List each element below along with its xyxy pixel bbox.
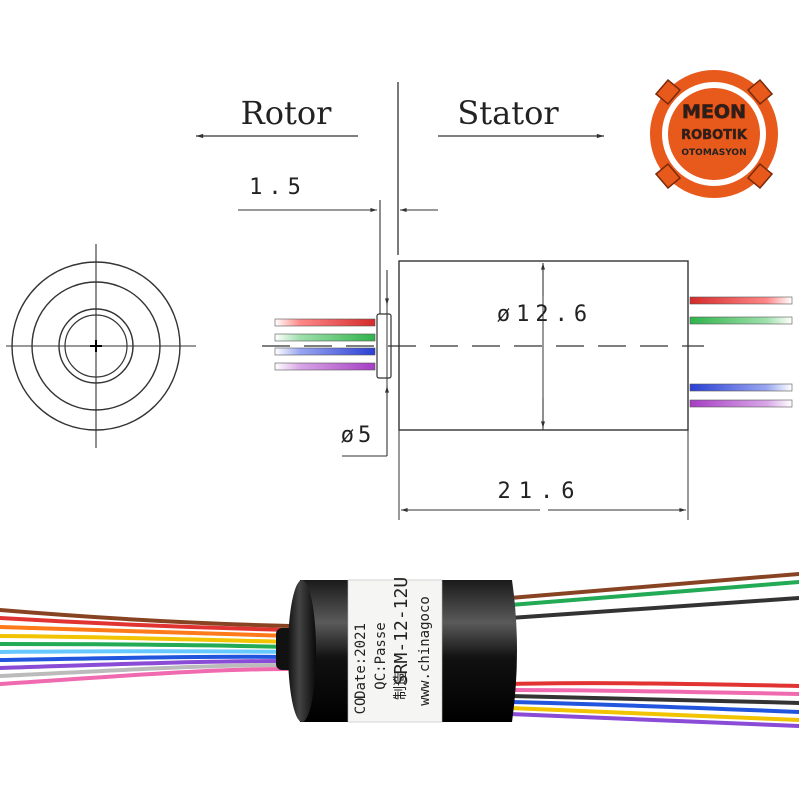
label-website: www.chinagoco xyxy=(417,596,433,706)
body-diameter-label: ø12.6 xyxy=(497,302,593,327)
label-made: 制造 xyxy=(393,672,409,700)
label-qc: QC:Passe xyxy=(373,622,389,689)
body-length-label: 21.6 xyxy=(498,479,583,504)
rotor-stator-header: Rotor Stator xyxy=(196,82,604,255)
label-model: SRM-12-12U xyxy=(391,577,412,685)
rotor-label: Rotor xyxy=(241,94,332,132)
stator-label: Stator xyxy=(457,94,559,132)
side-view: ø12.6 ø5 21.6 xyxy=(262,260,793,520)
logo-line2: ROBOTIK xyxy=(681,128,748,143)
label-date: Date:2021 xyxy=(353,623,369,699)
end-view xyxy=(6,244,196,448)
product-photo: Date:2021 QC:Passe 制造 SRM-12-12U www.chi… xyxy=(0,572,799,728)
label-brand: CO xyxy=(353,698,369,715)
shaft-length-dimension: 1.5 xyxy=(238,175,438,320)
meon-robotik-logo: MEON ROBOTIK OTOMASYON xyxy=(650,70,778,198)
shaft-diameter-label: ø5 xyxy=(341,423,376,448)
logo-line3: OTOMASYON xyxy=(681,148,746,158)
shaft-length-label: 1.5 xyxy=(249,175,307,200)
logo-line1: MEON xyxy=(682,101,746,123)
